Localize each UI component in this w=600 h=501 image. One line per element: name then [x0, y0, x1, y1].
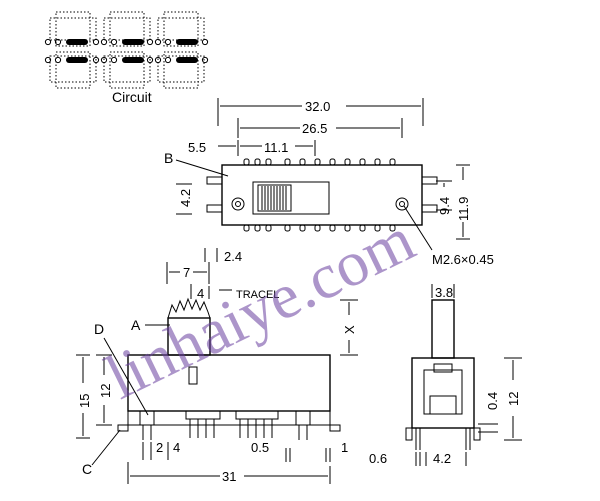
dim-pin-b: 4 [173, 440, 180, 455]
dim-end-body-height: 12 [506, 392, 521, 406]
dim-knob-width: 3.8 [435, 285, 453, 300]
label-a: A [131, 317, 141, 333]
top-view: 32.0 26.5 5.5 11.1 B 4.2 9.4 11.9 [164, 98, 494, 267]
label-c: C [82, 461, 92, 477]
label-d: D [94, 321, 104, 337]
dim-pin-pitch: 2.4 [224, 249, 242, 264]
dim-total-height: 15 [77, 394, 92, 408]
label-b: B [164, 150, 173, 166]
dim-leg-span: 4.2 [433, 451, 451, 466]
side-view: 7 4 TRACEL A D X 12 15 C 2 [76, 262, 358, 484]
dim-end-width: 1 [341, 440, 348, 455]
dim-lead-thickness: 0.6 [369, 451, 387, 466]
dim-pin-width: 0.5 [251, 440, 269, 455]
dim-body-height: 12 [98, 384, 113, 398]
dim-actuator-pos: 7 [183, 265, 190, 280]
label-travel: TRACEL [236, 289, 279, 301]
dim-lead-length: 0.4 [485, 392, 500, 410]
dim-overall-length: 32.0 [305, 99, 330, 114]
circuit-label: Circuit [112, 89, 152, 105]
dim-knob-height: X [342, 325, 357, 334]
dim-height-left: 4.2 [178, 189, 193, 207]
end-view: 3.8 0.4 12 0.6 4.2 [369, 284, 522, 466]
dim-overall-width: 31 [222, 469, 236, 484]
dim-height-inner: 9.4 [437, 197, 452, 215]
dim-hole: M2.6×0.45 [432, 252, 494, 267]
dim-pin-span: 11.1 [264, 140, 288, 155]
dim-travel-width: 4 [197, 286, 204, 301]
circuit-diagram: Circuit [44, 11, 209, 105]
dim-height-outer: 11.9 [456, 197, 471, 221]
dim-left-offset: 5.5 [188, 140, 206, 155]
dim-pin-a: 2 [156, 440, 163, 455]
dim-mounting-pitch: 26.5 [302, 121, 327, 136]
watermark: linhaiye.com [95, 203, 425, 413]
